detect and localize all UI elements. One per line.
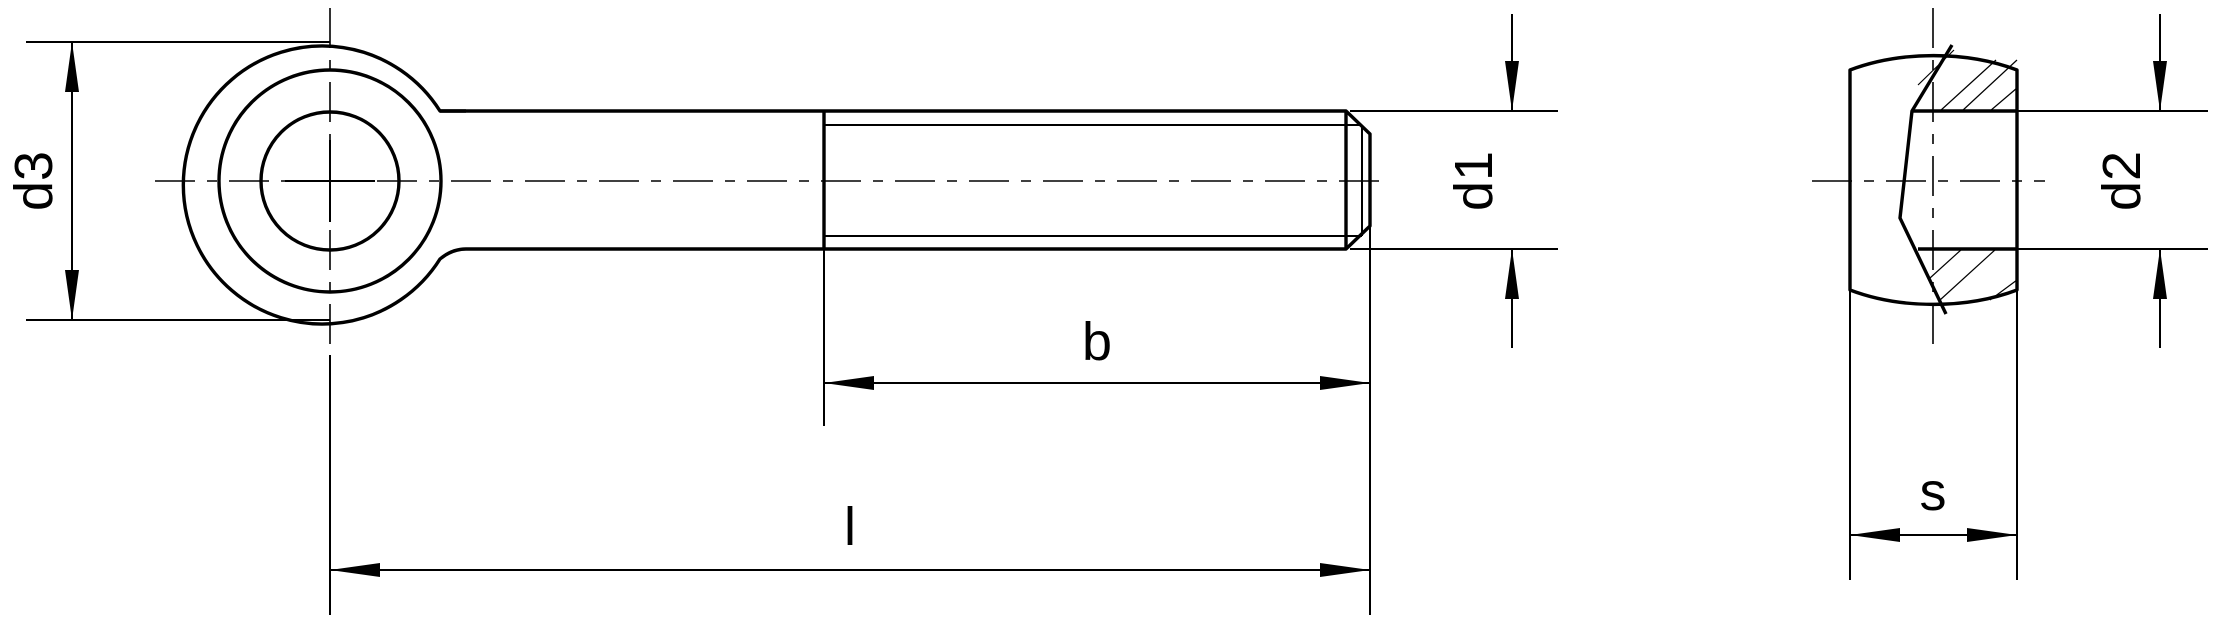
l-label: l <box>844 497 856 557</box>
d2-label: d2 <box>2092 151 2152 211</box>
l-arrow-right <box>1320 563 1370 577</box>
b-arrow-right <box>1320 376 1370 390</box>
d3-arrow-bottom <box>65 270 79 320</box>
l-arrow-left <box>330 563 380 577</box>
d2-arrow-top <box>2153 61 2167 111</box>
b-label: b <box>1082 312 1112 372</box>
d3-label: d3 <box>4 151 64 211</box>
s-arrow-left <box>1850 528 1900 542</box>
section-hatching <box>1917 49 2018 301</box>
section-cut-outline <box>1898 44 1954 315</box>
d2-arrow-bottom <box>2153 249 2167 299</box>
d1-arrow-top <box>1505 61 1519 111</box>
front-view: d3 d1 b l <box>4 8 1558 615</box>
d1-arrow-bottom <box>1505 249 1519 299</box>
eye-and-shank-outline <box>181 44 1372 326</box>
d1-label: d1 <box>1444 151 1504 211</box>
s-arrow-right <box>1967 528 2017 542</box>
d3-arrow-top <box>65 42 79 92</box>
side-view: d2 s <box>1812 8 2208 580</box>
s-label: s <box>1920 462 1947 522</box>
b-arrow-left <box>824 376 874 390</box>
